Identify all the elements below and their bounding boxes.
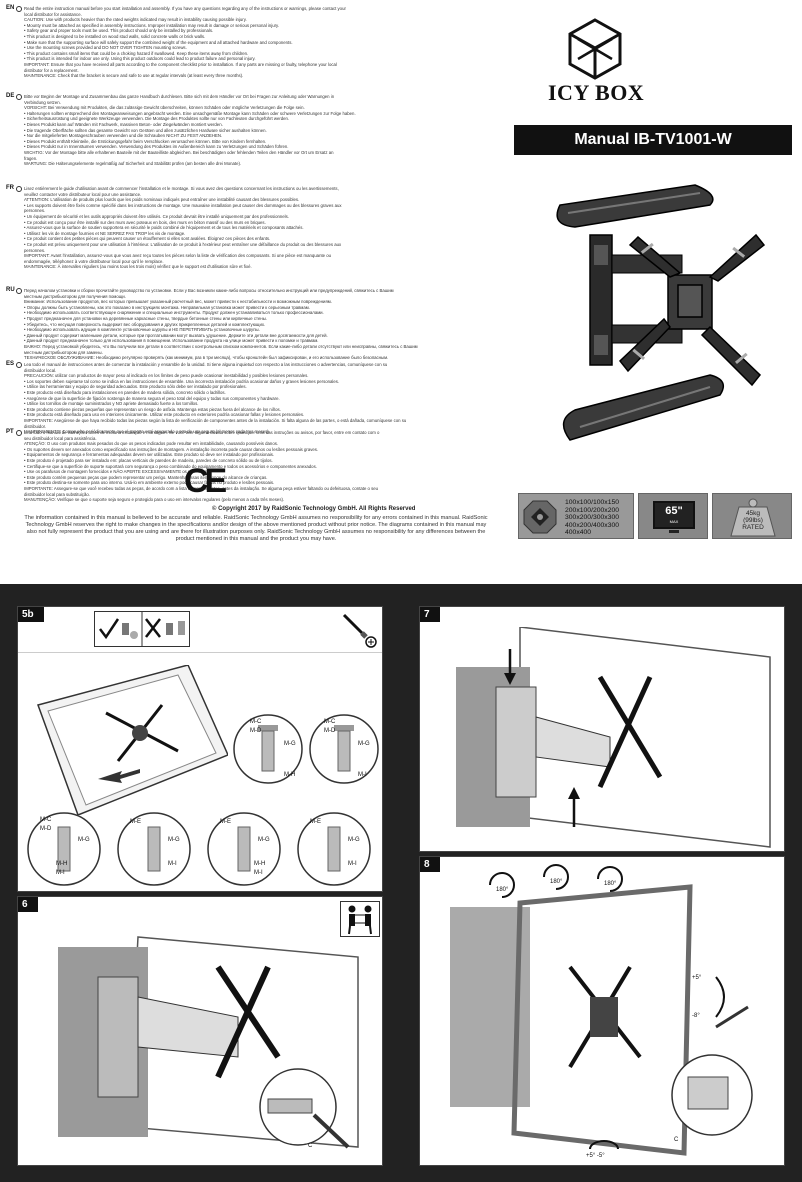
text-block-pt: PT Leia todo o manual de instruções ante… (6, 429, 518, 503)
lang-lines-fr: Lisez entièrement le guide d'utilisation… (24, 186, 342, 270)
label-tilt-down: -8° (692, 1013, 700, 1019)
lang-code-fr: FR (6, 185, 14, 191)
screw-detail-top (233, 714, 379, 784)
label-mg: M-G (358, 741, 370, 747)
label-mg: M-G (284, 741, 296, 747)
hang-tv-diagram (58, 936, 359, 1149)
step-number: 5b (18, 607, 44, 622)
brand-name: ICY BOX (548, 80, 645, 105)
step-number: 7 (420, 607, 440, 622)
label-mi: M-I (56, 870, 65, 876)
label-md: M-D (40, 826, 52, 832)
lang-lines-pt: Leia todo o manual de instruções antes d… (24, 430, 380, 503)
text-block-es: ES Lea todo el manual de instrucciones a… (6, 361, 518, 435)
label-c: C (674, 1137, 679, 1143)
label-md: M-D (324, 728, 336, 734)
language-circle-icon (16, 6, 22, 12)
label-mg: M-G (78, 837, 90, 843)
label-me: M-E (310, 819, 321, 825)
screen-size-value: 65" (665, 505, 683, 517)
lang-code-de: DE (6, 93, 15, 99)
language-circle-icon (16, 186, 22, 192)
vesa-list: 100x100/100x150 200x100/200x200 300x200/… (565, 499, 620, 536)
screw-detail-bottom (27, 812, 371, 886)
step-panel-7: 7 (419, 606, 785, 852)
icybox-cube-logo (568, 18, 622, 80)
lang-lines-es: Lea todo el manual de instrucciones ante… (24, 362, 407, 435)
lang-code-es: ES (6, 361, 15, 367)
lang-lines-en: Read the entire instruction manual befor… (24, 6, 346, 79)
two-people-icon (340, 901, 380, 937)
weight-text: 45kg (99lbs) RATED (742, 510, 764, 531)
label-me: M-E (220, 819, 231, 825)
weight-box: 45kg (99lbs) RATED (712, 493, 792, 539)
step-panel-6: 6 C (17, 896, 383, 1166)
lang-code-pt: PT (6, 429, 14, 435)
vesa-octagon-icon (523, 500, 557, 534)
step-number: 8 (420, 857, 440, 872)
label-mi: M-I (348, 861, 357, 867)
text-block-ru: RU Перед началом установки и сборки проч… (6, 287, 518, 361)
language-circle-icon (16, 430, 22, 436)
lang-code-en: EN (6, 5, 15, 11)
text-block-en: EN Read the entire instruction manual be… (6, 5, 518, 79)
label-mi: M-I (254, 870, 263, 876)
vesa-spec-box: 100x100/100x150 200x100/200x200 300x200/… (518, 493, 634, 539)
lang-lines-ru: Перед началом установки и сборки прочита… (24, 288, 418, 361)
label-mg: M-G (168, 837, 180, 843)
label-mc: M-C (40, 817, 52, 823)
correct-incorrect-icon (94, 611, 190, 647)
lang-lines-de: Bitte vor Beginn der Montage und Zusamme… (24, 94, 356, 167)
attach-tv-diagram (456, 627, 771, 848)
copyright-text: © Copyright 2017 by RaidSonic Technology… (212, 506, 416, 512)
label-mc: M-C (250, 719, 262, 725)
text-block-fr: FR Lisez entièrement le guide d'utilisat… (6, 185, 518, 270)
label-tilt-up: +5° (692, 975, 702, 981)
label-mi: M-I (168, 861, 177, 867)
step-header (18, 607, 382, 653)
lang-code-ru: RU (6, 287, 15, 293)
label-swivel: +5° -5° (586, 1153, 605, 1159)
manual-title: Manual IB-TV1001-W (514, 125, 792, 155)
label-mc: M-C (324, 719, 336, 725)
adjust-tv-diagram (450, 864, 753, 1156)
tv-screen-icon: 65" MAX (653, 501, 695, 529)
language-circle-icon (16, 94, 22, 100)
label-mg: M-G (258, 837, 270, 843)
language-circle-icon (16, 362, 22, 368)
step-number: 6 (18, 897, 38, 912)
spec-row: 100x100/100x150 200x100/200x200 300x200/… (518, 493, 792, 539)
ce-mark: CE (184, 462, 227, 500)
label-mh: M-H (56, 861, 68, 867)
screen-size-sub: MAX (669, 519, 679, 524)
step-panel-8: 8 180° 180° 180° +5° -8° +5° -5° C (419, 856, 785, 1166)
weight-icon (730, 498, 776, 537)
language-circle-icon (16, 288, 22, 294)
label-rotation-180: 180° (604, 881, 617, 887)
tv-stand-icon (669, 530, 679, 533)
tv-mount-product-image (556, 184, 766, 441)
label-mh: M-H (284, 772, 296, 778)
screwdriver-icon (342, 613, 377, 648)
screen-size-box: 65" MAX (638, 493, 708, 539)
label-mh: M-H (254, 861, 266, 867)
label-rotation-180: 180° (550, 879, 563, 885)
label-mg: M-G (348, 837, 360, 843)
step-panel-5b: 5b M-C M-D (17, 606, 383, 892)
tv-back-diagram (37, 665, 228, 815)
label-c: C (308, 1143, 313, 1149)
disclaimer-text: The information contained in this manual… (24, 515, 488, 542)
label-mi: M-I (358, 772, 367, 778)
label-md: M-D (250, 728, 262, 734)
label-rotation-180: 180° (496, 887, 509, 893)
text-block-de: DE Bitte vor Beginn der Montage und Zusa… (6, 93, 518, 167)
label-me: M-E (130, 819, 141, 825)
